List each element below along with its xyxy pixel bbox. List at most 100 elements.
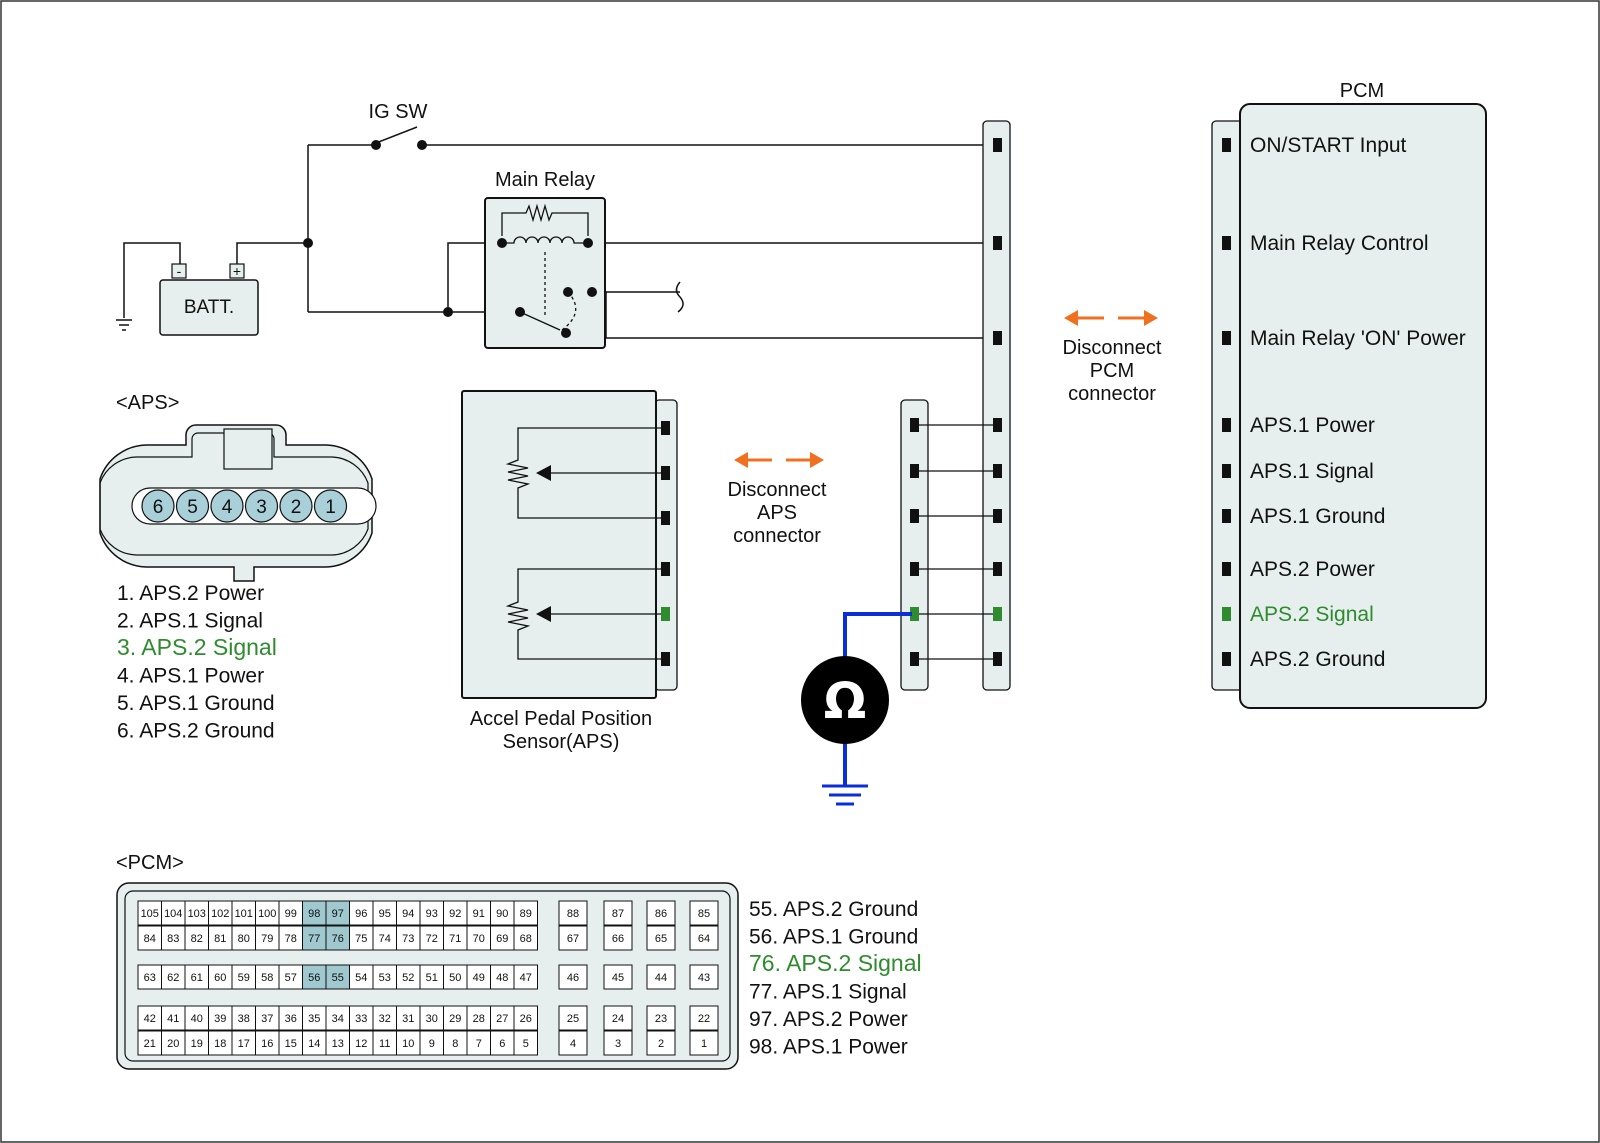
aps-legend-item: 1. APS.2 Power xyxy=(117,582,264,605)
pcm-pin-marker xyxy=(1222,464,1231,478)
harness-pins xyxy=(910,138,1002,666)
disconnect-pcm-arrows xyxy=(1064,310,1158,326)
pcm-pin-number: 13 xyxy=(332,1038,344,1050)
disconnect-aps-line3: connector xyxy=(733,525,821,547)
pcm-pin-cell xyxy=(513,1005,538,1031)
pcm-pin-number: 50 xyxy=(449,972,461,984)
pcm-pin-number: 63 xyxy=(144,972,156,984)
pcm-pin-number: 86 xyxy=(655,908,667,920)
pcm-pin-number: 33 xyxy=(355,1013,367,1025)
pcm-pin-number: 41 xyxy=(167,1013,179,1025)
pcm-pin-label: APS.2 Signal xyxy=(1250,603,1374,626)
pcm-pin-marker xyxy=(1222,236,1231,250)
pcm-pin-cell xyxy=(603,964,633,990)
disconnect-aps-line1: Disconnect xyxy=(728,479,827,501)
pcm-pin-number: 38 xyxy=(238,1013,250,1025)
pcm-pin-number: 19 xyxy=(191,1038,203,1050)
pcm-pin-cell xyxy=(689,900,719,926)
ground-battery xyxy=(116,319,132,331)
pcm-pin-number: 1 xyxy=(701,1038,707,1050)
pcm-pin-cell xyxy=(689,925,719,951)
pcm-pin-number: 57 xyxy=(285,972,297,984)
pcm-pin-cell xyxy=(646,925,676,951)
pcm-legend-item: 76. APS.2 Signal xyxy=(749,950,922,976)
ohmmeter: Ω xyxy=(801,656,889,744)
pcm-pin-number: 68 xyxy=(520,933,532,945)
aps-pin-number: 3 xyxy=(256,497,267,518)
pcm-pin-number: 76 xyxy=(332,933,344,945)
pcm-pin-marker xyxy=(1222,418,1231,432)
aps-legend-item: 3. APS.2 Signal xyxy=(117,634,277,660)
pcm-pin-number: 24 xyxy=(612,1013,624,1025)
pcm-pin-number: 89 xyxy=(520,908,532,920)
pcm-pin-number: 90 xyxy=(496,908,508,920)
aps-sensor-label-line2: Sensor(APS) xyxy=(503,731,620,753)
ohm-icon: Ω xyxy=(824,672,867,730)
pcm-pin-number: 26 xyxy=(520,1013,532,1025)
pcm-pin-label: APS.1 Signal xyxy=(1250,460,1374,483)
pcm-pin-number: 61 xyxy=(191,972,203,984)
disconnect-pcm-line2: PCM xyxy=(1090,360,1134,382)
pcm-pin-cell xyxy=(646,1005,676,1031)
pcm-pin-number: 69 xyxy=(496,933,508,945)
pcm-pin-number: 71 xyxy=(449,933,461,945)
pcm-pin-number: 35 xyxy=(308,1013,320,1025)
pcm-pin-cell xyxy=(603,1005,633,1031)
pcm-pin-marker xyxy=(1222,509,1231,523)
pcm-pin-number: 22 xyxy=(698,1013,710,1025)
pcm-pin-number: 10 xyxy=(402,1038,414,1050)
pcm-pin-number: 48 xyxy=(496,972,508,984)
pcm-pin-cell xyxy=(646,964,676,990)
disconnect-pcm-line1: Disconnect xyxy=(1063,337,1162,359)
pcm-pin-number: 14 xyxy=(308,1038,320,1050)
pcm-pin-cell xyxy=(603,925,633,951)
pcm-pin-number: 28 xyxy=(473,1013,485,1025)
pcm-pin-cell xyxy=(646,900,676,926)
pcm-pin-number: 97 xyxy=(332,908,344,920)
battery-label: BATT. xyxy=(184,297,234,318)
disconnect-aps-arrows xyxy=(734,452,824,468)
pcm-pin-cell xyxy=(603,1030,633,1056)
pcm-pin-number: 84 xyxy=(144,933,156,945)
pcm-pin-number: 40 xyxy=(191,1013,203,1025)
aps-pin-number: 6 xyxy=(153,497,164,518)
main-relay-label: Main Relay xyxy=(495,169,595,191)
pcm-pin-number: 64 xyxy=(698,933,710,945)
aps-pin xyxy=(313,489,348,523)
pcm-pin-number: 93 xyxy=(426,908,438,920)
pcm-pin-number: 83 xyxy=(167,933,179,945)
aps-pin xyxy=(175,489,210,523)
pcm-pin-number: 4 xyxy=(570,1038,576,1050)
pcm-pin-number: 92 xyxy=(449,908,461,920)
pcm-pin-number: 82 xyxy=(191,933,203,945)
pcm-pin-number: 11 xyxy=(379,1038,390,1050)
pcm-pin-label: APS.2 Ground xyxy=(1250,648,1385,671)
pcm-legend-item: 77. APS.1 Signal xyxy=(749,981,907,1004)
pcm-pin-number: 9 xyxy=(429,1038,435,1050)
pcm-pin-cell xyxy=(558,1030,588,1056)
pcm-pin-number: 21 xyxy=(144,1038,156,1050)
pcm-pin-number: 32 xyxy=(379,1013,391,1025)
pcm-pin-number: 7 xyxy=(476,1038,482,1050)
pcm-legend-item: 56. APS.1 Ground xyxy=(749,926,918,949)
pcm-pin-number: 53 xyxy=(379,972,391,984)
pcm-pin-label: APS.1 Ground xyxy=(1250,505,1385,528)
pcm-pin-number: 79 xyxy=(261,933,273,945)
pcm-pin-number: 78 xyxy=(285,933,297,945)
disconnect-aps-line2: APS xyxy=(757,502,797,524)
pcm-pin-number: 5 xyxy=(523,1038,529,1050)
pcm-pin-cell xyxy=(513,900,538,926)
pcm-pin-number: 88 xyxy=(567,908,579,920)
pcm-pin-cell xyxy=(558,964,588,990)
battery-negative-label: - xyxy=(177,263,182,279)
pcm-pin-number: 17 xyxy=(238,1038,250,1050)
pcm-pin-label: APS.2 Power xyxy=(1250,558,1375,581)
pcm-pin-number: 94 xyxy=(402,908,414,920)
main-relay: Main Relay xyxy=(484,169,606,349)
pcm-pin-marker xyxy=(1222,562,1231,576)
pcm-pin-number: 62 xyxy=(167,972,179,984)
